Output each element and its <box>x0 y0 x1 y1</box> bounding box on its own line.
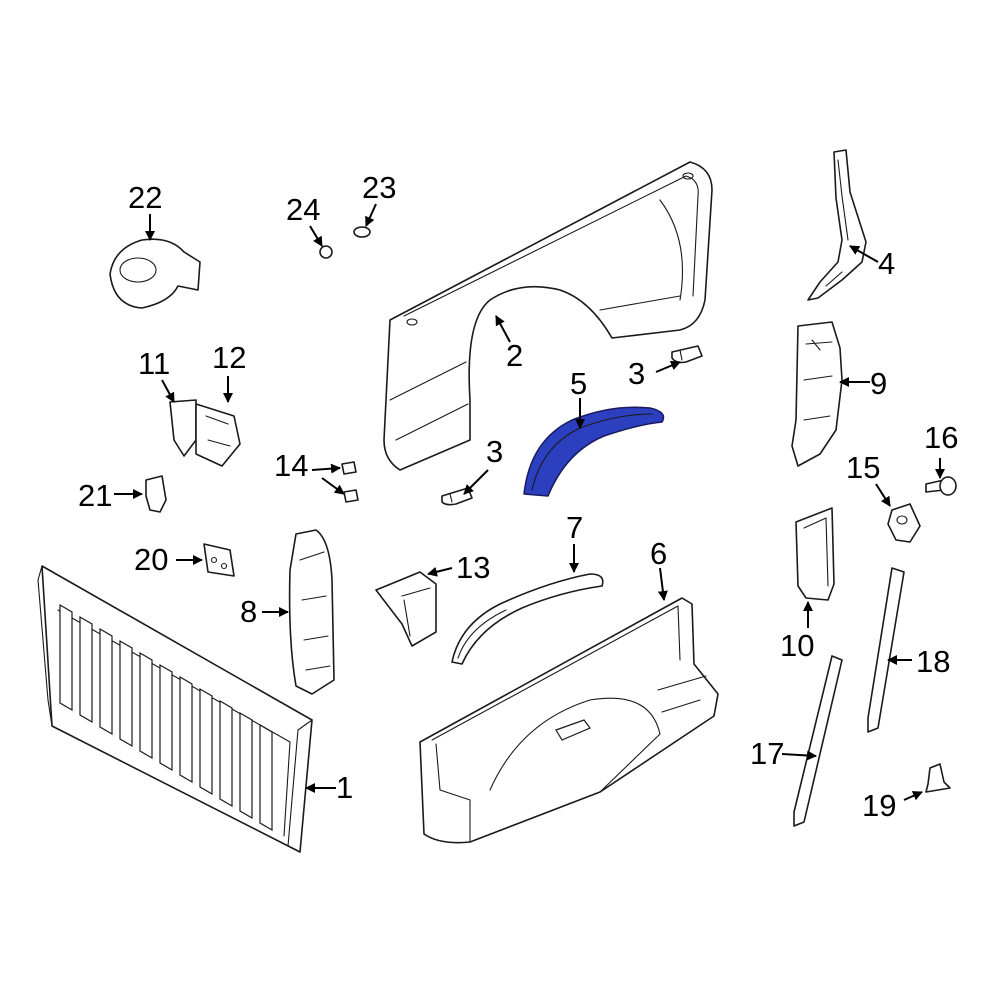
part-8-bracket[interactable] <box>288 529 335 695</box>
part-9-corner-bracket[interactable] <box>791 321 843 467</box>
part-21-latch[interactable] <box>145 475 167 513</box>
callout-23: 23 <box>362 170 396 205</box>
part-22-fuel-door[interactable] <box>109 238 201 309</box>
callout-arrows <box>114 203 945 801</box>
callout-10: 10 <box>780 628 814 663</box>
callout-11: 11 <box>138 346 170 381</box>
callout-4: 4 <box>878 246 895 281</box>
callout-labels: 1 2 3 3 4 5 6 7 8 9 10 11 12 13 14 15 16… <box>78 170 958 823</box>
part-14-clips[interactable] <box>341 461 359 503</box>
callout-3-lower: 3 <box>486 434 503 469</box>
part-19-fastener[interactable] <box>925 763 951 793</box>
part-1-tailgate[interactable] <box>37 565 313 853</box>
callout-8: 8 <box>240 594 257 629</box>
part-23-grommet[interactable] <box>353 226 371 238</box>
callout-7: 7 <box>566 510 583 545</box>
callout-5: 5 <box>570 366 587 401</box>
part-20-hinge[interactable] <box>203 543 235 577</box>
part-15-plug[interactable] <box>887 503 921 543</box>
part-3-clip-upper[interactable] <box>671 345 703 364</box>
callout-21: 21 <box>78 478 112 513</box>
callout-16: 16 <box>924 420 958 455</box>
part-18-rail[interactable] <box>867 567 905 733</box>
callout-3-upper: 3 <box>628 356 645 391</box>
part-11-bracket[interactable] <box>169 399 197 457</box>
callout-6: 6 <box>650 536 667 571</box>
callout-12: 12 <box>212 340 246 375</box>
part-5-wheelhouse-liner[interactable] <box>523 406 665 497</box>
part-6-inner-bed-side[interactable] <box>419 597 719 844</box>
part-12-bracket[interactable] <box>195 403 241 467</box>
callout-20: 20 <box>134 542 168 577</box>
part-24-bolt[interactable] <box>319 245 333 259</box>
callout-2: 2 <box>506 338 523 373</box>
callout-1: 1 <box>336 770 353 805</box>
callout-19: 19 <box>862 788 896 823</box>
part-17-rail[interactable] <box>793 655 843 827</box>
part-4-pillar[interactable] <box>807 149 867 301</box>
callout-22: 22 <box>128 180 162 215</box>
part-7-molding[interactable] <box>451 573 604 665</box>
callout-15: 15 <box>846 450 880 485</box>
callout-24: 24 <box>286 192 320 227</box>
callout-13: 13 <box>456 550 490 585</box>
part-13-corner-cap[interactable] <box>375 571 437 647</box>
callout-17: 17 <box>750 736 784 771</box>
part-16-pin[interactable] <box>925 476 957 496</box>
callout-14: 14 <box>274 448 308 483</box>
part-10-support-bracket[interactable] <box>795 507 835 601</box>
callout-9: 9 <box>870 366 887 401</box>
part-2-bedside-panel[interactable] <box>383 161 713 471</box>
callout-18: 18 <box>916 644 950 679</box>
